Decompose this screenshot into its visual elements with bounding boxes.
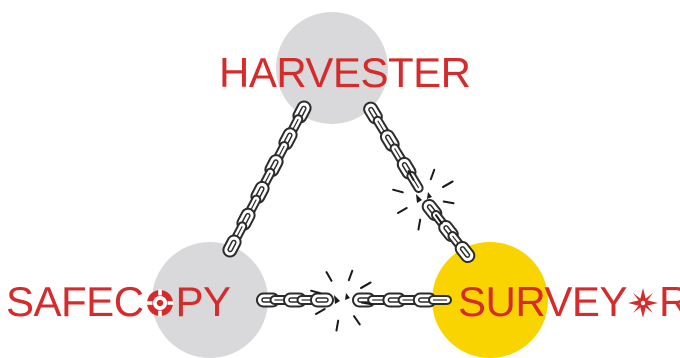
chain-harvester-surveyor-upper-link: [406, 171, 424, 194]
lifebuoy-icon: [145, 288, 175, 318]
surveyor-text-end: R: [659, 278, 680, 325]
safecopy-text-start: SAFEC: [6, 278, 144, 325]
chain-safecopy-surveyor-right-link: [429, 296, 451, 304]
safecopy-text-end: PY: [176, 278, 231, 325]
compass-rose-icon: [628, 288, 658, 318]
surveyor-text-start: SURVEY: [458, 278, 627, 325]
surveyor-label: SURVEY R: [458, 281, 680, 323]
safecopy-label: SAFEC PY: [6, 281, 231, 323]
chain-safecopy-surveyor-left-link: [311, 294, 333, 307]
harvester-label: HARVESTER: [219, 52, 470, 94]
harvester-text: HARVESTER: [219, 49, 470, 96]
